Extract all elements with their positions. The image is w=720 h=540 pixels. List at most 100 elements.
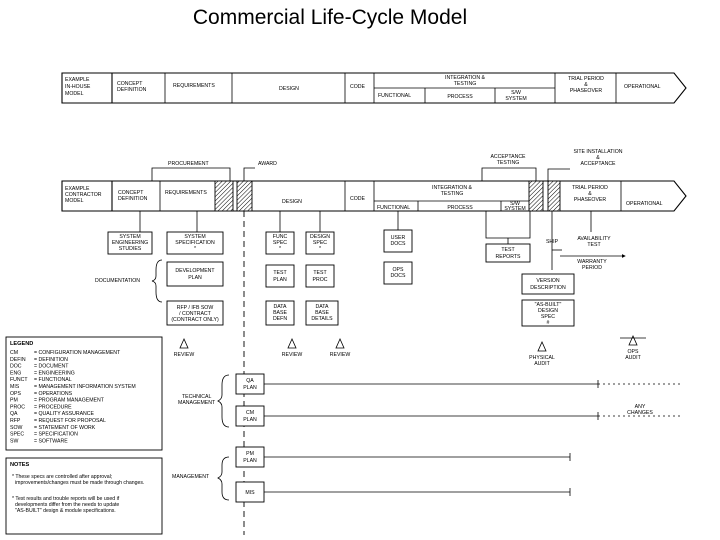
ops-audit-triangle [628, 335, 638, 346]
physical-audit-1: PHYSICAL [529, 355, 555, 361]
inhouse-concept-1: CONCEPT [117, 81, 143, 87]
inhouse-sw-system-2: SYSTEM [505, 96, 526, 102]
func-spec-2: SPEC [273, 240, 287, 246]
legend-abbrev: PROC [10, 404, 25, 410]
contractor-label-2: CONTRACTOR [65, 192, 102, 198]
procurement-label: PROCUREMENT [168, 161, 209, 167]
contractor-trial-2: & [588, 191, 592, 197]
test-reports-2: REPORTS [496, 254, 522, 260]
pm-plan-2: PLAN [243, 458, 257, 464]
any-changes-1: ANY [635, 404, 646, 410]
documentation-label: DOCUMENTATION [95, 278, 140, 284]
as-built-2: DESIGN [538, 308, 558, 314]
page-title: Commercial Life-Cycle Model [192, 6, 468, 29]
pm-plan-box [235, 446, 265, 468]
system-spec-2: SPECIFICATION [175, 240, 215, 246]
data-base-details-box [305, 300, 339, 326]
system-eng-1: SYSTEM [119, 234, 140, 240]
dev-plan-2: PLAN [188, 275, 202, 281]
test-plan-2: PLAN [273, 277, 287, 283]
note2-line3: "AS-BUILT" design & module specification… [15, 508, 116, 514]
inhouse-requirements: REQUIREMENTS [173, 83, 215, 89]
availability-1: AVAILABILITY [577, 236, 611, 242]
legend-definition: = CONFIGURATION MANAGEMENT [34, 350, 121, 356]
test-reports-box [485, 243, 531, 263]
inhouse-sw-system-1: S/W [511, 90, 521, 96]
notes-title: NOTES [10, 462, 30, 468]
data-base-defn-3: DEFN [273, 316, 287, 322]
test-plan-1: TEST [273, 270, 287, 276]
version-desc-box [521, 273, 575, 295]
contractor-above-labels: PROCUREMENT AWARD ACCEPTANCE TESTING SIT… [151, 149, 623, 181]
award-label: AWARD [258, 161, 277, 167]
user-docs-box [383, 229, 413, 253]
inhouse-process: PROCESS [447, 94, 473, 100]
func-spec-box [265, 231, 295, 255]
legend-abbrev: PM [10, 398, 18, 404]
test-proc-box [305, 264, 335, 288]
inhouse-trial-3: PHASEOVER [570, 88, 603, 94]
acceptance-2: TESTING [497, 160, 519, 166]
legend-definition: = MANAGEMENT INFORMATION SYSTEM [34, 384, 136, 390]
contractor-concept-2: DEFINITION [118, 196, 148, 202]
design-spec-box [305, 231, 335, 255]
legend-abbrev: DOC [10, 364, 22, 370]
legend-definition: = PROCEDURE [34, 404, 72, 410]
cm-plan-box [235, 405, 265, 427]
inhouse-operational: OPERATIONAL [624, 84, 661, 90]
qa-plan-1: QA [246, 378, 254, 384]
inhouse-label-box [61, 72, 112, 104]
contractor-integration-1: INTEGRATION & [432, 185, 473, 191]
system-eng-3: STUDIES [119, 246, 142, 252]
warranty-2: PERIOD [582, 265, 602, 271]
legend-abbrev: DEFIN [10, 357, 26, 363]
contractor-operational: OPERATIONAL [626, 201, 663, 207]
data-base-details-1: DATA [315, 304, 329, 310]
system-spec-1: SYSTEM [184, 234, 205, 240]
legend-abbrev: SOW [10, 425, 22, 431]
contractor-functional: FUNCTIONAL [377, 205, 410, 211]
inhouse-label-2: IN-HOUSE [65, 84, 91, 90]
technical-management-1: TECHNICAL [182, 394, 212, 400]
review1-label: REVIEW [174, 352, 195, 358]
inhouse-integration-1: INTEGRATION & [445, 75, 486, 81]
qa-plan-2: PLAN [243, 385, 257, 391]
note1-line1: * These specs are controlled after appro… [12, 474, 112, 480]
qa-plan-box [235, 373, 265, 395]
note1-line2: improvements/changes must be made throug… [15, 480, 144, 486]
contractor-sw-system-1: S/W [510, 201, 520, 207]
version-desc-1: VERSION [536, 278, 560, 284]
legend-abbrev: SPEC [10, 432, 24, 438]
test-reports-1: TEST [501, 247, 515, 253]
data-base-details-2: BASE [315, 310, 329, 316]
rfp-2: / CONTRACT [179, 311, 212, 317]
legend-definition: = OPERATIONS [34, 391, 73, 397]
legend-abbrev: CM [10, 350, 18, 356]
test-proc-1: TEST [313, 270, 327, 276]
technical-management-2: MANAGEMENT [178, 400, 216, 406]
inhouse-label-3: MODEL [65, 91, 84, 97]
legend-abbrev: MIS [10, 384, 20, 390]
legend-abbrev: QA [10, 411, 18, 417]
management-brace [217, 456, 230, 501]
notes-box [5, 457, 163, 535]
func-spec-1: FUNC [273, 234, 288, 240]
legend-abbrev: FUNCT [10, 377, 28, 383]
management-section: TECHNICAL MANAGEMENT MANAGEMENT QA PLAN … [172, 373, 680, 503]
inhouse-trial-1: TRIAL PERIOD [568, 76, 604, 82]
contractor-code: CODE [350, 196, 366, 202]
contractor-concept-1: CONCEPT [118, 190, 144, 196]
management-label: MANAGEMENT [172, 474, 210, 480]
inhouse-timeline [111, 72, 687, 104]
physical-audit-2: AUDIT [534, 361, 550, 367]
inhouse-design: DESIGN [279, 86, 299, 92]
contractor-process: PROCESS [447, 205, 473, 211]
design-spec-3: * [319, 246, 321, 252]
technical-brace [217, 374, 230, 428]
system-spec-box [166, 231, 224, 255]
review2-triangle [287, 338, 297, 349]
legend-abbrev: RFP [10, 418, 21, 424]
documentation-brace [151, 259, 163, 303]
inhouse-integration-2: TESTING [454, 81, 476, 87]
